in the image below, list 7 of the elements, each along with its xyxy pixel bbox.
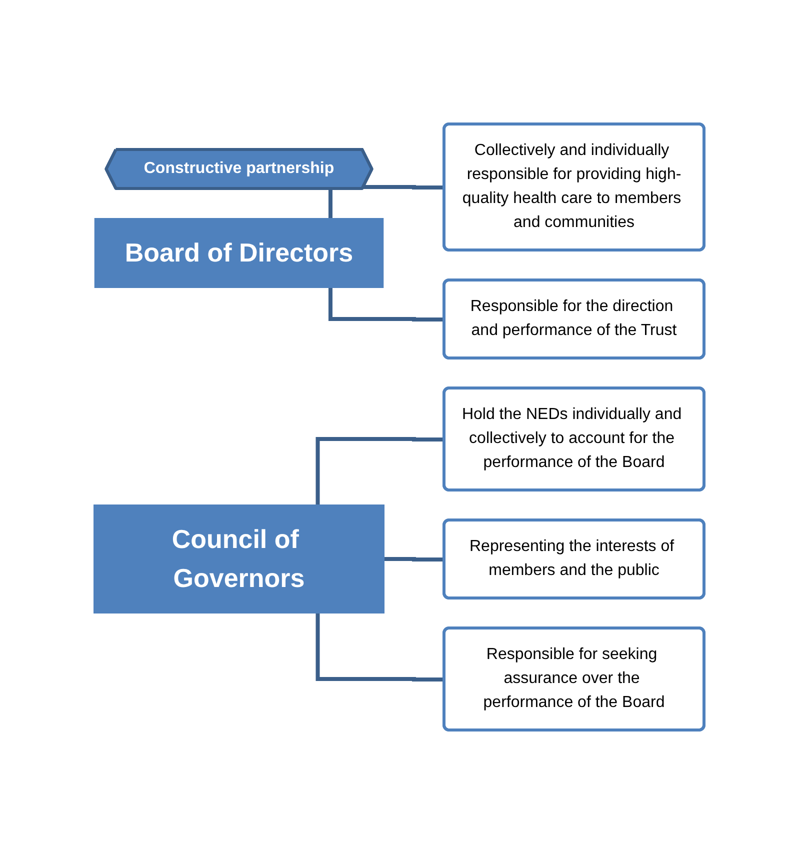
connector (316, 437, 444, 505)
node-box: Board of Directors (94, 218, 384, 288)
node-box: Council of Governors (94, 504, 384, 614)
connector (328, 185, 444, 218)
connector (382, 557, 444, 562)
connector (316, 613, 444, 682)
connector (328, 288, 444, 322)
